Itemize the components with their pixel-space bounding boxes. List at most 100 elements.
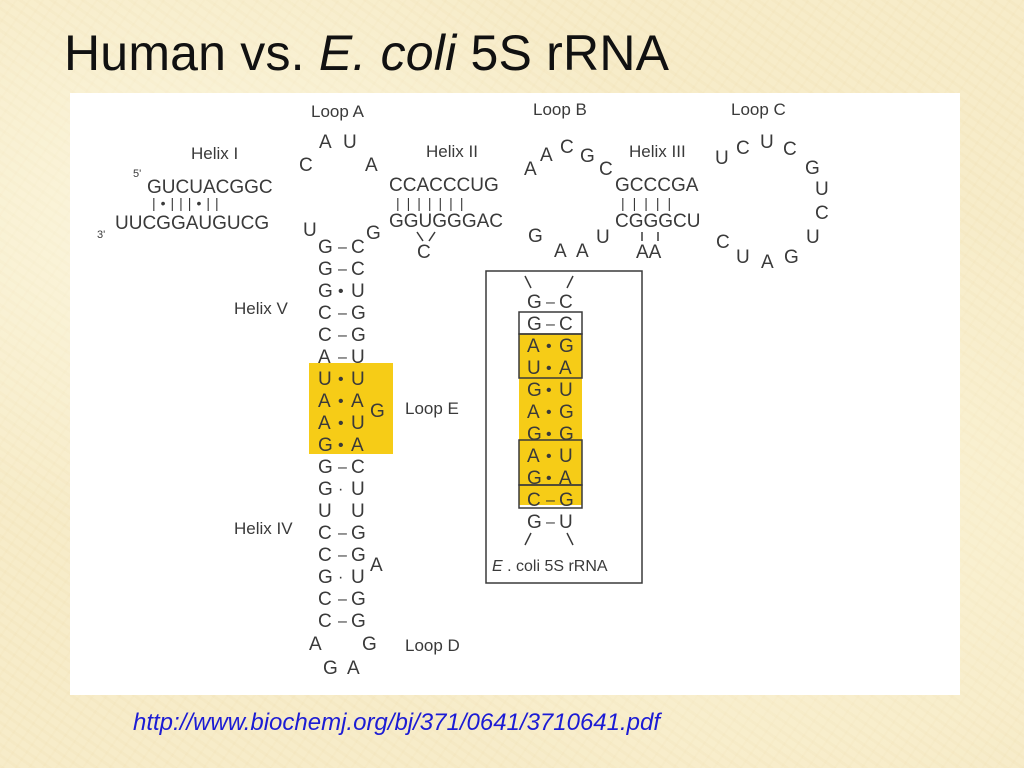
- stem-base-right: C: [351, 457, 365, 478]
- loop-c-base: G: [805, 158, 820, 179]
- loop-d-label: Loop D: [405, 636, 460, 655]
- base-pair-bond: •: [546, 448, 552, 465]
- stem-base-right: G: [559, 490, 574, 511]
- ecoli-pair-frame: [518, 484, 583, 509]
- loop-b-base: A: [576, 241, 589, 262]
- loop-c-base: U: [806, 227, 820, 248]
- base-pair-bond: •: [338, 415, 344, 432]
- ecoli-highlight: [519, 334, 582, 505]
- base-pair-bond: •: [546, 382, 552, 399]
- slide-title: Human vs. E. coli 5S rRNA: [64, 24, 669, 82]
- helix-2-label: Helix II: [426, 142, 478, 161]
- loop-d-base: G: [323, 658, 338, 679]
- stem-base-right: A: [351, 435, 364, 456]
- helix4-bulge-base: A: [370, 555, 383, 576]
- helix3-bulge-bases: AA: [636, 242, 662, 263]
- title-ecoli: E. coli: [318, 25, 457, 81]
- stem-base-right: G: [351, 611, 366, 632]
- base-pair-bond: –: [546, 492, 555, 509]
- base-pair-bond: –: [338, 547, 347, 564]
- stem-base-left: U: [318, 501, 332, 522]
- stem-base-left: G: [527, 380, 542, 401]
- helix-1-label: Helix I: [191, 144, 238, 163]
- stem-base-left: G: [318, 435, 333, 456]
- base-pair-bond: •: [338, 283, 344, 300]
- base-pair-bond: –: [546, 514, 555, 531]
- helix-5-label: Helix V: [234, 299, 289, 318]
- loop-b-base: C: [599, 159, 613, 180]
- stem-base-left: U: [318, 369, 332, 390]
- stem-base-right: U: [351, 501, 365, 522]
- five-prime-label: 5': [133, 168, 141, 180]
- ecoli-pair-frame: [518, 333, 583, 379]
- stem-base-right: C: [351, 237, 365, 258]
- three-prime-label: 3': [97, 229, 105, 241]
- stem-base-left: C: [318, 611, 332, 632]
- loop-b-base: G: [580, 146, 595, 167]
- helix2-bulge-base: C: [417, 242, 431, 263]
- stem-base-right: C: [559, 314, 573, 335]
- stem-base-left: G: [527, 512, 542, 533]
- ecoli-label-rest: . coli 5S rRNA: [503, 558, 608, 575]
- base-pair-bond: –: [338, 459, 347, 476]
- source-url-link[interactable]: http://www.biochemj.org/bj/371/0641/3710…: [133, 709, 661, 736]
- stem-base-right: U: [351, 281, 365, 302]
- ecoli-inset-box: [485, 270, 643, 584]
- base-pair-bond: –: [338, 591, 347, 608]
- stem-base-right: G: [559, 424, 574, 445]
- loop-a-base: U: [343, 132, 357, 153]
- stem-base-right: G: [351, 303, 366, 324]
- stem-base-right: G: [351, 325, 366, 346]
- stem-base-left: C: [318, 545, 332, 566]
- ecoli-strand-stroke: [566, 532, 574, 546]
- helix3-pairs: |||||: [621, 195, 679, 211]
- stem-base-left: C: [318, 303, 332, 324]
- loop-c-base: U: [760, 132, 774, 153]
- helix1-pairs: |•|||•||: [152, 195, 224, 211]
- stem-base-right: G: [559, 402, 574, 423]
- loop-b-base: A: [554, 241, 567, 262]
- loop-c-base: U: [736, 247, 750, 268]
- stem-base-left: A: [527, 402, 540, 423]
- loop-c-base: U: [815, 179, 829, 200]
- stem-base-right: U: [351, 413, 365, 434]
- base-pair-bond: –: [338, 525, 347, 542]
- loop-b-base: U: [596, 227, 610, 248]
- stem-base-right: U: [351, 369, 365, 390]
- base-pair-bond: •: [546, 404, 552, 421]
- stem-base-right: C: [559, 292, 573, 313]
- stem-base-left: A: [527, 336, 540, 357]
- stem-base-right: G: [351, 545, 366, 566]
- stem-base-right: A: [559, 468, 572, 489]
- ecoli-stem: G–CG–CA•GU•AG•UA•GG•GA•UG•AC–GG–U: [527, 292, 574, 533]
- loop-d-base: A: [309, 634, 322, 655]
- stem-base-left: C: [527, 490, 541, 511]
- helix2-bottom-strand: GGUGGGAC: [389, 211, 503, 232]
- rrna-secondary-structure: Loop A Loop B Loop C Helix I Helix II He…: [97, 100, 829, 679]
- loop-c-base: C: [783, 139, 797, 160]
- stem-base-left: G: [527, 424, 542, 445]
- stem-base-left: U: [527, 358, 541, 379]
- rrna-diagram: Loop A Loop B Loop C Helix I Helix II He…: [70, 93, 960, 695]
- helix3-top-strand: GCCCGA: [615, 175, 699, 196]
- loop-b-label: Loop B: [533, 100, 587, 119]
- helix2-bulge-stroke: [428, 231, 436, 242]
- stem-base-left: G: [318, 237, 333, 258]
- stem-base-left: G: [318, 479, 333, 500]
- base-pair-bond: –: [338, 305, 347, 322]
- base-pair-bond: •: [546, 470, 552, 487]
- stem-base-right: U: [559, 512, 573, 533]
- ecoli-strand-stroke: [566, 275, 574, 289]
- stem-base-right: C: [351, 259, 365, 280]
- loop-d-base: G: [362, 634, 377, 655]
- title-human: Human vs.: [64, 25, 319, 81]
- helix2-top-strand: CCACCCUG: [389, 175, 499, 196]
- stem-base-left: A: [318, 391, 331, 412]
- base-pair-bond: •: [546, 338, 552, 355]
- loop-a-base: A: [319, 132, 332, 153]
- helix3-bottom-strand: CGGGCU: [615, 211, 701, 232]
- base-pair-bond: •: [338, 371, 344, 388]
- loop-c-base: U: [715, 148, 729, 169]
- helix2-bulge-stroke: [416, 231, 424, 242]
- stem-base-left: G: [318, 457, 333, 478]
